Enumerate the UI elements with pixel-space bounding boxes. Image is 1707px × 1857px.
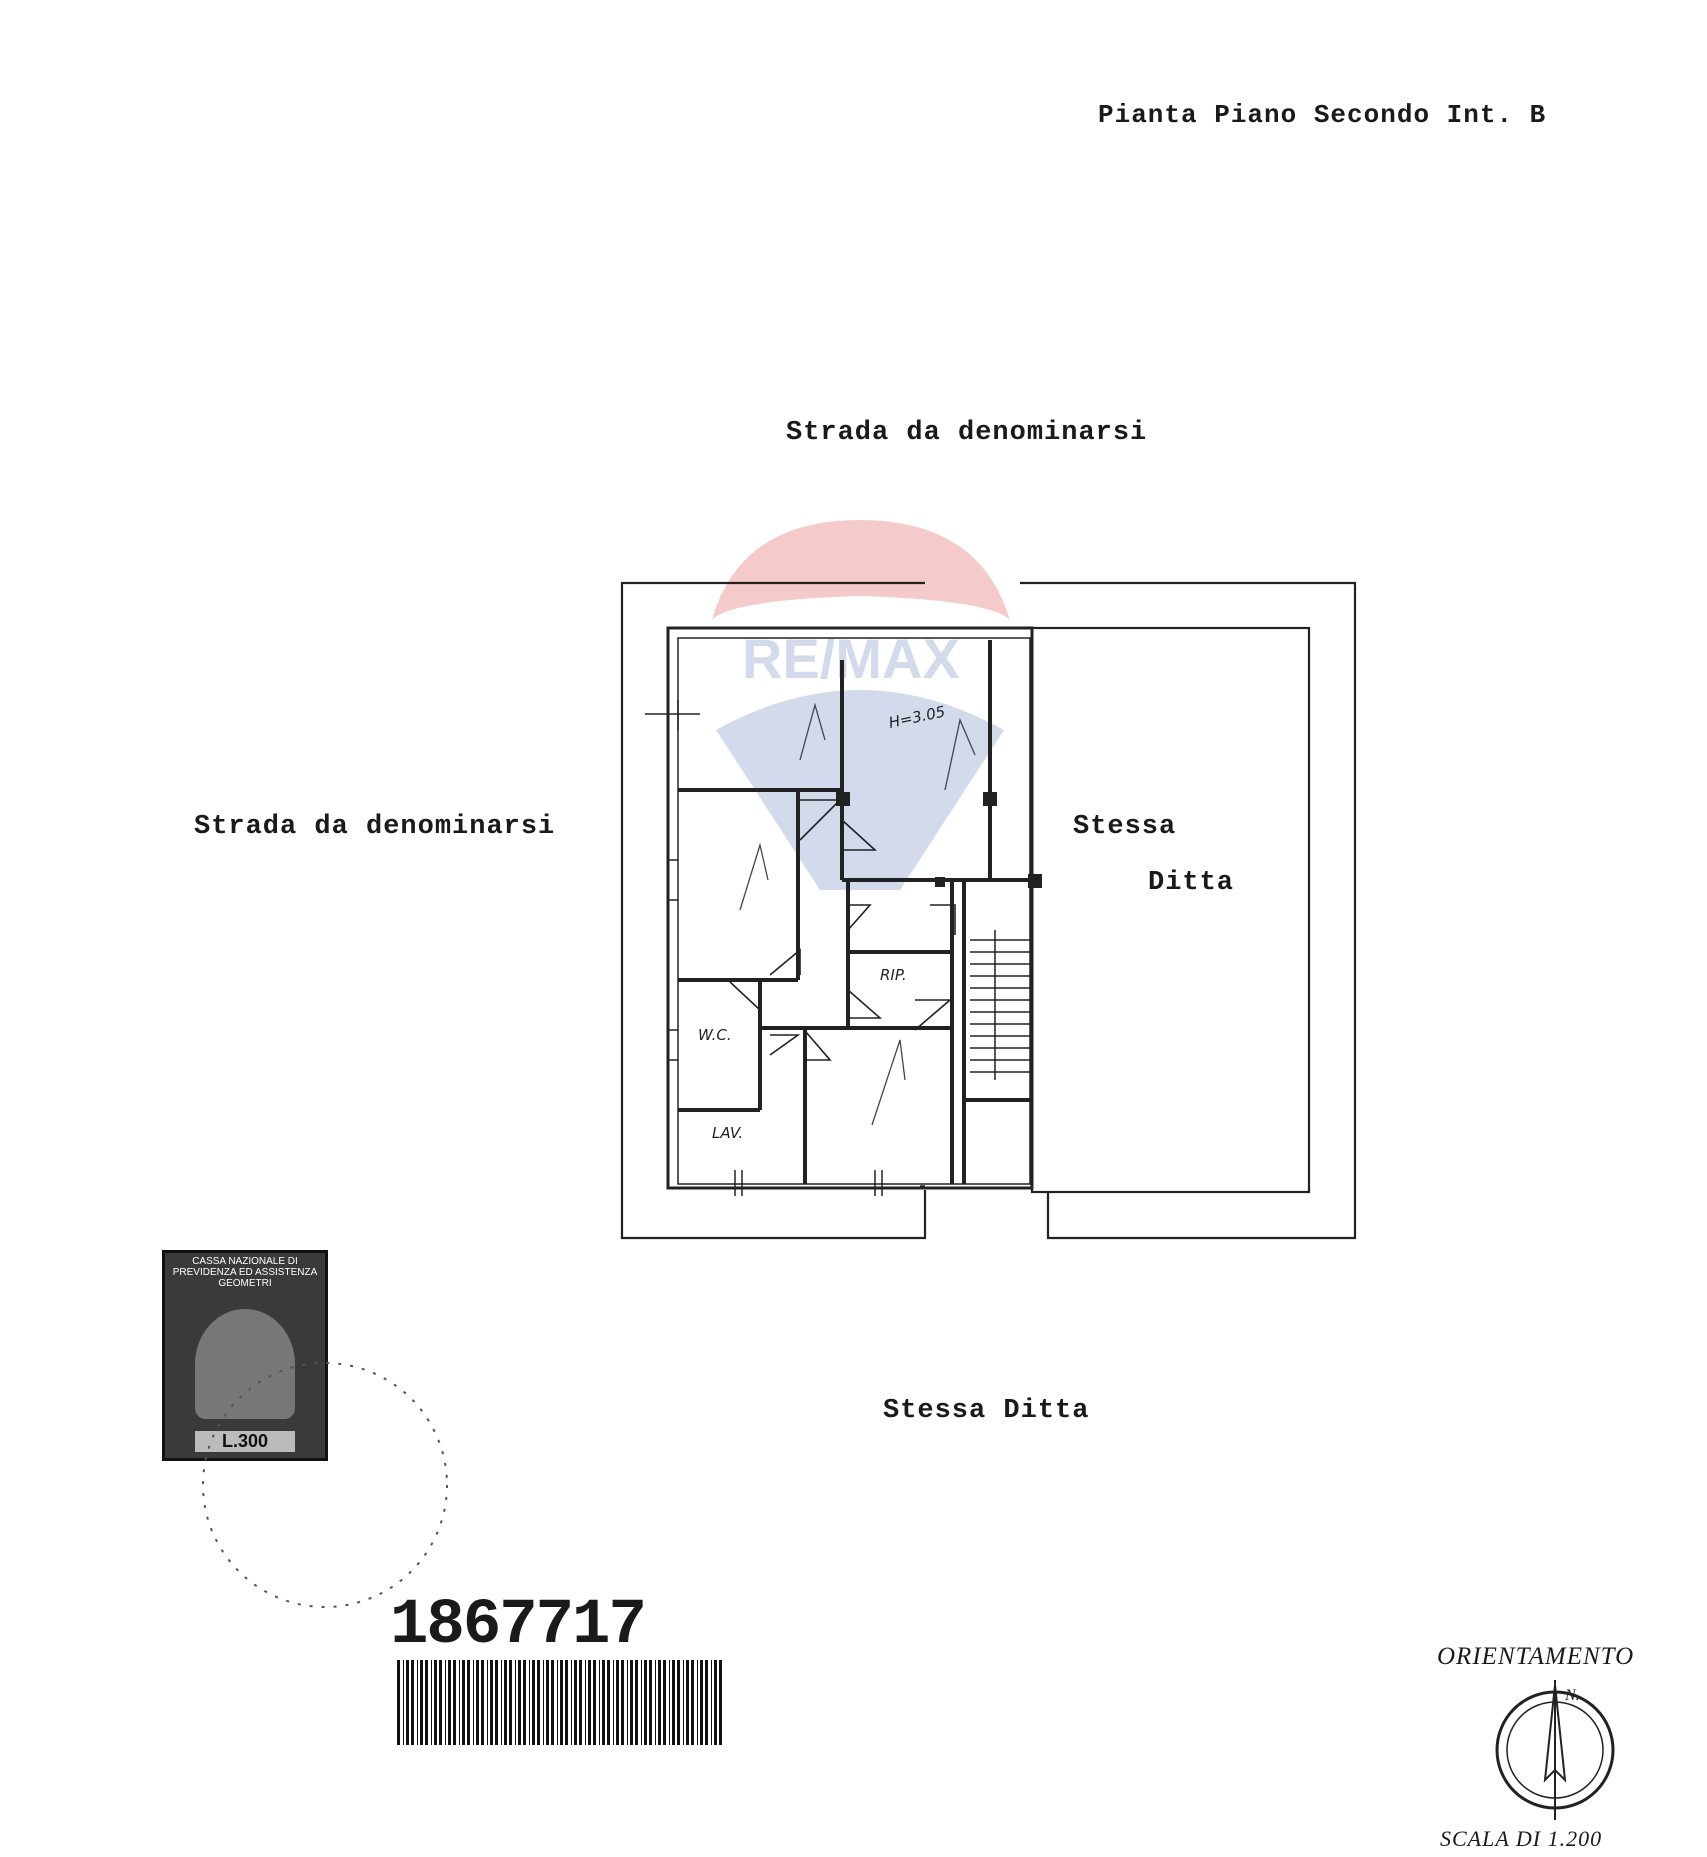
room-label-laundry: LAV. — [712, 1124, 743, 1142]
revenue-stamp: CASSA NAZIONALE DI PREVIDENZA ED ASSISTE… — [162, 1250, 328, 1461]
scale-label: SCALA DI 1.200 — [1440, 1826, 1603, 1851]
north-mark: N. — [1564, 1687, 1580, 1704]
right-neighbor-label-1: Stessa — [1073, 812, 1177, 842]
room-label-wc: W.C. — [698, 1026, 732, 1044]
stamp-value: L.300 — [195, 1431, 295, 1452]
stamp-portrait — [195, 1309, 295, 1419]
right-neighbor-label-2: Ditta — [1148, 868, 1235, 898]
apartment-outer-wall — [666, 626, 1034, 1190]
staircase — [970, 930, 1030, 1080]
lot-outline-left — [620, 581, 927, 1240]
windows — [645, 700, 925, 1196]
bottom-neighbor-label: Stessa Ditta — [883, 1396, 1090, 1426]
document-number: 1867717 — [390, 1590, 647, 1662]
top-road-label: Strada da denominarsi — [786, 418, 1148, 448]
plan-title: Pianta Piano Secondo Int. B — [1098, 100, 1547, 130]
lot-outline-right — [1020, 581, 1357, 1240]
left-road-label: Strada da denominarsi — [194, 812, 556, 842]
door-swings — [729, 799, 956, 1061]
orientation-label: ORIENTAMENTO — [1437, 1643, 1635, 1670]
stamp-text: CASSA NAZIONALE DI PREVIDENZA ED ASSISTE… — [172, 1256, 318, 1289]
room-label-storage: RIP. — [880, 966, 907, 984]
pillars — [836, 792, 1042, 888]
barcode — [397, 1660, 725, 1745]
